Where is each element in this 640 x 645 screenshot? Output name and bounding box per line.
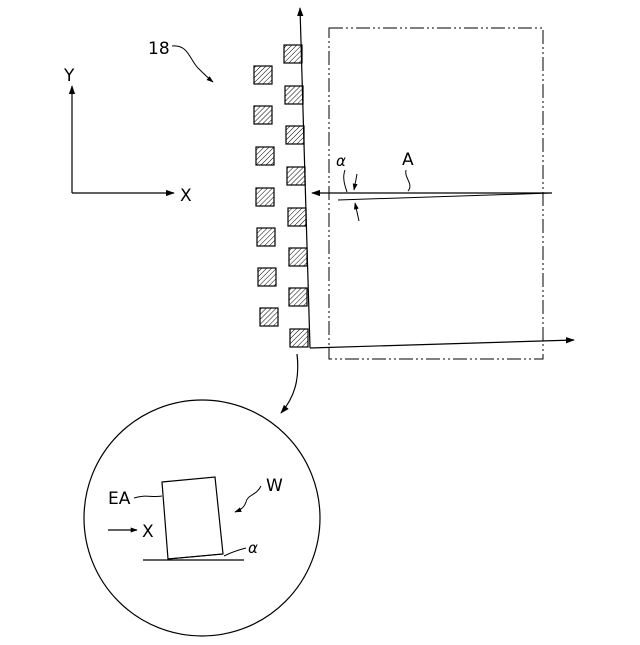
block-left-4 [256, 188, 274, 206]
angle-arrow-down [354, 174, 357, 190]
angle-alpha-top-leader [344, 170, 347, 192]
bottom-tilted-arrow [310, 340, 574, 348]
block-left-3 [256, 147, 274, 165]
workpiece-w-leader [235, 486, 261, 512]
right-block-column [284, 45, 308, 347]
tilted-reference-line [338, 193, 552, 200]
block-right-2 [285, 86, 303, 104]
left-block-column [254, 66, 278, 326]
block-left-6 [258, 268, 276, 286]
coordinate-axes: Y X [63, 66, 192, 206]
workpiece-w-label: W [266, 476, 283, 496]
angle-alpha-bottom-leader [224, 548, 246, 556]
edge-ea-leader [134, 496, 162, 498]
angle-alpha-bottom-label: α [248, 539, 258, 557]
block-left-2 [254, 106, 272, 124]
angle-indicator-top: α [336, 152, 359, 221]
block-right-8 [290, 329, 308, 347]
workpiece-w [162, 477, 223, 559]
line-a-group: A [312, 150, 552, 200]
detail-view: EA W X α [84, 400, 320, 636]
block-right-5 [288, 208, 306, 226]
block-left-5 [257, 228, 275, 246]
block-left-7 [260, 308, 278, 326]
x-axis-label: X [180, 186, 192, 206]
reference-18-label: 18 [148, 39, 170, 59]
line-a-leader [406, 170, 410, 191]
block-right-6 [289, 248, 307, 266]
edge-ea-label: EA [108, 489, 131, 509]
line-a-label: A [402, 150, 414, 170]
block-left-1 [254, 66, 272, 84]
angle-arrow-up [355, 203, 359, 221]
block-right-7 [289, 288, 307, 306]
reference-18-leader [172, 46, 213, 82]
feed-direction-label: X [142, 522, 154, 542]
angle-alpha-top-label: α [336, 152, 346, 170]
y-axis-label: Y [63, 66, 75, 86]
reference-18: 18 [148, 39, 213, 82]
detail-leader-arrow [281, 354, 298, 413]
block-right-4 [287, 167, 305, 185]
block-right-3 [286, 126, 304, 144]
block-right-1 [284, 45, 302, 63]
